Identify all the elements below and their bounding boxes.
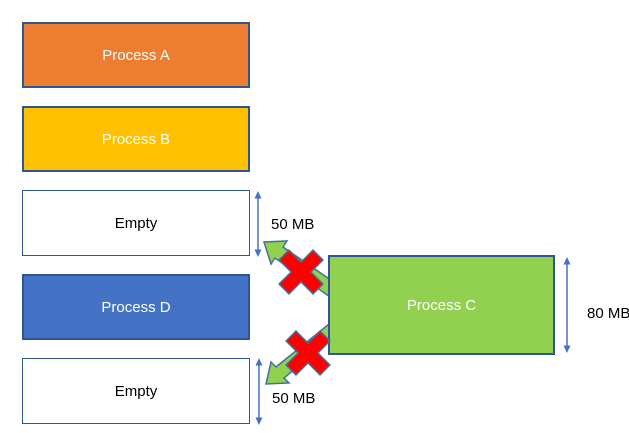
dimension-arrow-empty-bottom-icon: [255, 358, 263, 425]
block-label: Process C: [406, 296, 477, 314]
dimension-arrow-empty-top-icon: [254, 191, 262, 257]
block-label: Empty: [114, 382, 158, 400]
block-label: Process A: [102, 46, 170, 64]
blocked-x-bottom-icon: [285, 330, 331, 376]
size-label-process-c: 80 MB: [587, 305, 629, 322]
block-label: Empty: [114, 214, 158, 232]
block-label: Process B: [101, 130, 171, 148]
memory-block-empty-top: Empty: [22, 190, 250, 256]
size-label-empty-bottom: 50 MB: [272, 390, 316, 407]
memory-block-process-d: Process D: [22, 274, 250, 340]
memory-block-process-a: Process A: [22, 22, 250, 88]
memory-block-process-b: Process B: [22, 106, 250, 172]
size-label-empty-top: 50 MB: [271, 216, 315, 233]
block-label: Process D: [101, 298, 171, 316]
dimension-arrow-process-c-icon: [563, 257, 571, 353]
memory-block-empty-bottom: Empty: [22, 358, 250, 424]
blocked-x-top-icon: [278, 249, 324, 295]
incoming-process-c-block: Process C: [328, 255, 555, 355]
